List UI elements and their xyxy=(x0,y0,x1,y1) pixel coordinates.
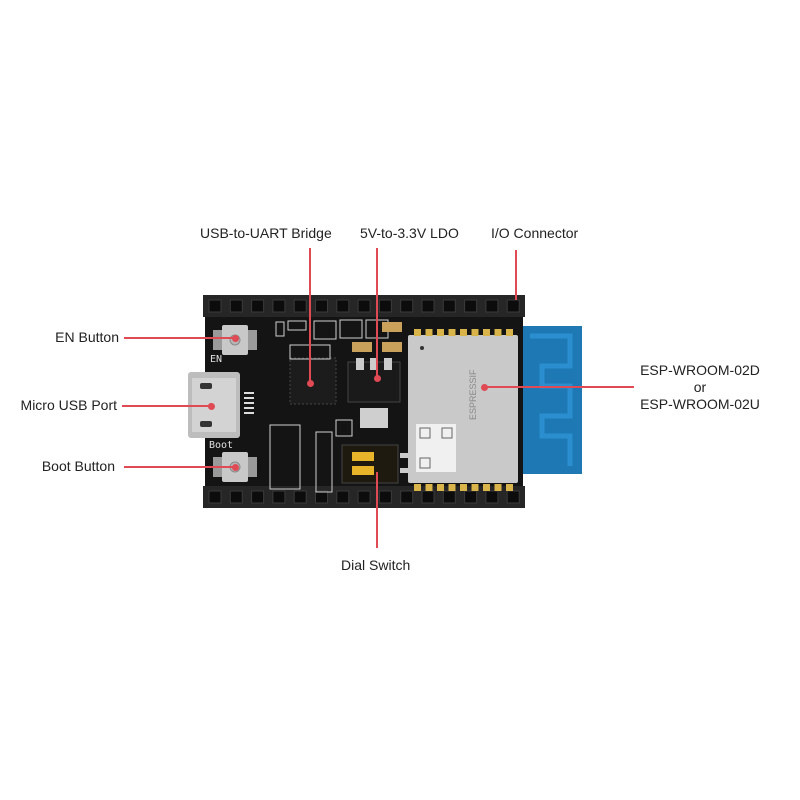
callout-dot-ldo xyxy=(374,375,381,382)
label-module-line1: ESP-WROOM-02D xyxy=(640,362,760,378)
module-pad xyxy=(448,484,456,491)
label-ldo: 5V-to-3.3V LDO xyxy=(360,225,459,241)
callout-line-module xyxy=(484,386,634,388)
module-brand: ESPRESSIF xyxy=(468,369,478,420)
header-pin xyxy=(506,490,520,504)
module-pad xyxy=(483,329,490,336)
callout-line-ldo xyxy=(376,248,378,378)
module-pad xyxy=(414,484,421,491)
header-pin xyxy=(251,490,265,504)
callout-dot-boot xyxy=(232,464,239,471)
header-pin xyxy=(272,299,286,313)
module-pad xyxy=(494,484,502,491)
module-pad xyxy=(460,329,467,336)
header-pin xyxy=(251,299,265,313)
module-pad xyxy=(414,329,421,336)
label-boot-button: Boot Button xyxy=(41,458,115,474)
label-dial-switch: Dial Switch xyxy=(341,557,411,573)
antenna xyxy=(518,326,582,474)
label-module: ESP-WROOM-02D or ESP-WROOM-02U xyxy=(640,362,760,413)
top-header xyxy=(203,295,525,317)
header-pin xyxy=(442,490,456,504)
label-module-line2: or xyxy=(693,379,707,395)
header-pin xyxy=(229,490,243,504)
header-pin xyxy=(464,490,478,504)
ldo-regulator xyxy=(347,358,401,428)
header-pin xyxy=(378,490,392,504)
header-pin xyxy=(442,299,456,313)
header-pin xyxy=(315,490,328,504)
esp-module xyxy=(408,329,518,491)
label-io-connector: I/O Connector xyxy=(491,225,579,241)
header-pin xyxy=(400,490,414,504)
callout-line-io-connector xyxy=(515,250,517,300)
header-pin xyxy=(400,299,414,313)
header-pin xyxy=(293,299,307,313)
header-pin xyxy=(378,299,392,313)
callout-dot-usb-uart xyxy=(307,380,314,387)
header-pin xyxy=(315,299,328,313)
callout-line-dial xyxy=(376,472,378,548)
callout-dot-module xyxy=(481,384,488,391)
header-pin xyxy=(485,490,499,504)
callout-line-en xyxy=(124,337,234,339)
boot-silkscreen: Boot xyxy=(209,440,233,451)
module-pad xyxy=(483,484,490,491)
header-pin xyxy=(208,299,222,313)
header-pin xyxy=(336,490,350,504)
header-pin xyxy=(506,299,520,313)
module-pad xyxy=(448,329,456,336)
label-en-button: EN Button xyxy=(55,329,119,345)
module-pad xyxy=(425,484,433,491)
header-pin xyxy=(464,299,478,313)
label-usb-uart: USB-to-UART Bridge xyxy=(200,225,332,241)
header-pin xyxy=(485,299,499,313)
header-pin xyxy=(357,299,371,313)
module-pad xyxy=(437,329,444,336)
bottom-header xyxy=(203,486,525,508)
header-pin xyxy=(421,490,435,504)
module-pad xyxy=(460,484,467,491)
module-pad xyxy=(471,329,479,336)
header-pin xyxy=(293,490,307,504)
callout-line-usb-uart xyxy=(309,248,311,383)
dial-switch[interactable] xyxy=(341,444,408,484)
header-pin xyxy=(272,490,286,504)
header-pin xyxy=(336,299,350,313)
module-pad xyxy=(471,484,479,491)
module-pad xyxy=(437,484,444,491)
callout-dot-en xyxy=(232,335,239,342)
module-pad xyxy=(506,484,513,491)
header-pin xyxy=(208,490,222,504)
label-module-line3: ESP-WROOM-02U xyxy=(640,396,760,412)
module-pad xyxy=(425,329,433,336)
callout-line-boot xyxy=(124,466,234,468)
en-silkscreen: EN xyxy=(210,354,222,365)
module-pad xyxy=(506,329,513,336)
callout-dot-usb xyxy=(208,403,215,410)
module-pad xyxy=(494,329,502,336)
header-pin xyxy=(357,490,371,504)
header-pin xyxy=(229,299,243,313)
header-pin xyxy=(421,299,435,313)
label-micro-usb: Micro USB Port xyxy=(20,397,117,413)
callout-line-usb xyxy=(122,405,210,407)
